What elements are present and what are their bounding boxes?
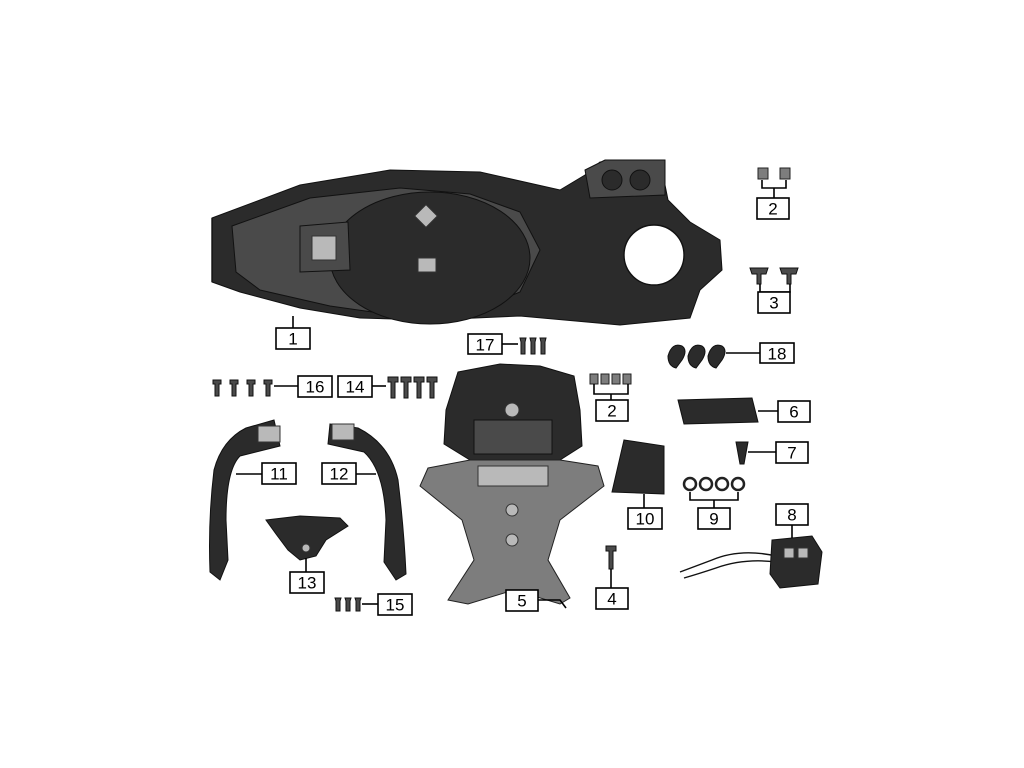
callout-12: 12 <box>321 462 357 485</box>
callout-9: 9 <box>697 507 731 530</box>
nut-set-9 <box>682 476 746 492</box>
callout-label-16: 16 <box>306 378 325 397</box>
callout-label-7: 7 <box>787 444 796 463</box>
callout-label-12: 12 <box>330 465 349 484</box>
callout-label-14: 14 <box>346 378 365 397</box>
wire-clamp-set <box>667 344 726 369</box>
callout-11: 11 <box>261 462 297 485</box>
callout-label-18: 18 <box>768 345 787 364</box>
callout-label-11: 11 <box>270 465 288 484</box>
callout-7: 7 <box>775 441 809 464</box>
callout-label-2-lower: 2 <box>607 402 616 421</box>
callout-18: 18 <box>759 342 795 364</box>
bolt-set-14 <box>387 376 438 399</box>
callout-label-3: 3 <box>769 294 778 313</box>
callout-2-lower: 2 <box>595 399 629 422</box>
callout-label-6: 6 <box>789 403 798 422</box>
bolt-set-16 <box>212 379 273 397</box>
clip-nut-set-lower <box>589 373 632 385</box>
callout-label-8: 8 <box>787 506 796 525</box>
callout-label-15: 15 <box>386 596 405 615</box>
push-rivet-set <box>749 267 799 285</box>
right-grab-rail <box>327 423 407 581</box>
callout-label-5: 5 <box>517 592 526 611</box>
callout-8: 8 <box>775 503 809 526</box>
callout-4: 4 <box>595 587 629 610</box>
reflector-part <box>677 397 759 425</box>
callout-label-4: 4 <box>607 590 616 609</box>
bolt-part-4 <box>605 545 617 570</box>
callout-label-1: 1 <box>288 330 297 349</box>
callout-label-2-upper: 2 <box>768 200 777 219</box>
callout-5: 5 <box>505 589 539 612</box>
small-bracket <box>265 515 349 561</box>
callout-1: 1 <box>275 327 311 350</box>
callout-label-10: 10 <box>636 510 655 529</box>
callout-label-17: 17 <box>476 336 495 355</box>
plate-gasket <box>611 439 665 495</box>
screw-set-15 <box>334 597 362 612</box>
callout-label-9: 9 <box>709 510 718 529</box>
callout-label-13: 13 <box>298 574 317 593</box>
callout-6: 6 <box>777 400 811 423</box>
license-plate-lamp <box>679 535 823 589</box>
left-grab-rail <box>209 419 281 581</box>
callout-17: 17 <box>467 333 503 355</box>
callout-15: 15 <box>377 593 413 616</box>
callout-10: 10 <box>627 507 663 530</box>
callout-16: 16 <box>297 375 333 398</box>
callout-13: 13 <box>289 571 325 594</box>
callout-2-upper: 2 <box>756 197 790 220</box>
grommet-part <box>735 441 749 465</box>
callout-3: 3 <box>757 291 791 314</box>
rear-undertray-part <box>211 159 723 326</box>
license-plate-bracket <box>419 363 605 605</box>
clip-nut-set-upper <box>757 167 791 180</box>
screw-set-17 <box>519 337 547 355</box>
callout-14: 14 <box>337 375 373 398</box>
